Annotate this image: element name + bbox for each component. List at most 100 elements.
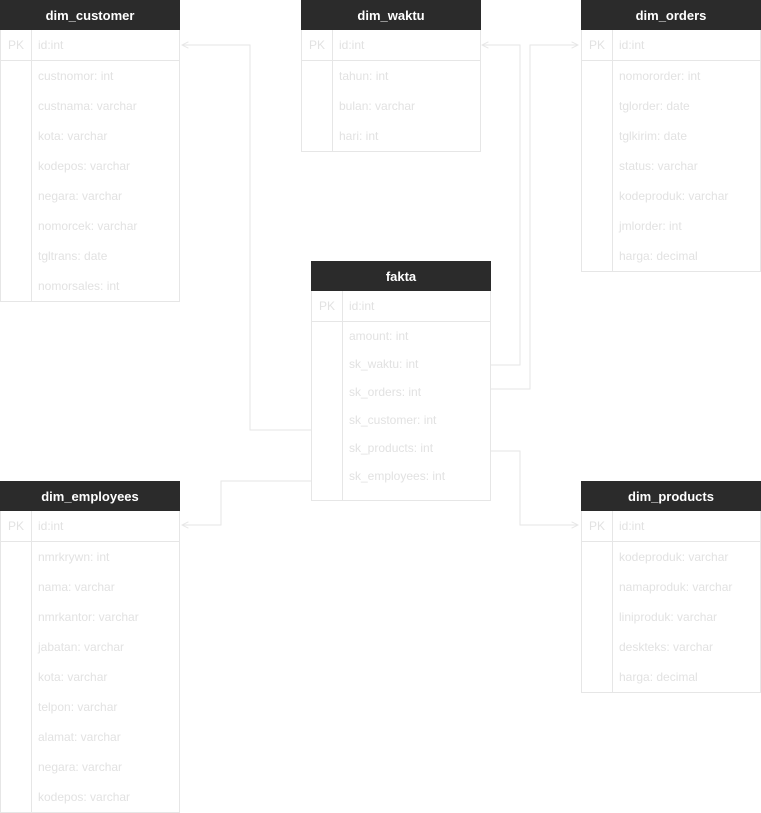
field-label: tglkirim: date <box>619 129 688 143</box>
field-row: tglorder: date <box>582 91 760 121</box>
field-label: nomorcek: varchar <box>38 219 138 233</box>
field-label: nomororder: int <box>619 69 701 83</box>
table-dim-customer[interactable]: dim_customer PK id:int custnomor: int cu… <box>0 0 180 302</box>
link-fakta-employees <box>182 480 311 525</box>
table-body: PK id:int nomororder: int tglorder: date… <box>581 30 761 272</box>
field-label: negara: varchar <box>38 760 123 774</box>
field-label: liniproduk: varchar <box>619 610 718 624</box>
field-row: negara: varchar <box>1 752 179 782</box>
field-row: nama: varchar <box>1 572 179 602</box>
table-title: dim_orders <box>581 0 761 30</box>
pk-field: id:int <box>38 38 64 52</box>
field-label: tgltrans: date <box>38 249 108 263</box>
field-label: sk_waktu: int <box>349 357 419 371</box>
field-label: kodepos: varchar <box>38 790 131 804</box>
pk-label: PK <box>7 519 24 533</box>
field-label: nmrkrywn: int <box>38 550 110 564</box>
table-title: dim_products <box>581 481 761 511</box>
table-dim-orders[interactable]: dim_orders PK id:int nomororder: int tgl… <box>581 0 761 272</box>
link-fakta-customer <box>182 45 311 431</box>
field-row: sk_orders: int <box>312 378 490 406</box>
pk-field: id:int <box>339 38 365 52</box>
table-body: PK id:int nmrkrywn: int nama: varchar nm… <box>0 511 180 813</box>
pk-field: id:int <box>38 519 64 533</box>
field-row: bulan: varchar <box>302 91 480 121</box>
field-row: liniproduk: varchar <box>582 602 760 632</box>
field-label: tahun: int <box>339 69 389 83</box>
pk-label: PK <box>588 38 605 52</box>
link-fakta-orders <box>491 45 578 390</box>
field-label: tglorder: date <box>619 99 690 113</box>
field-label: negara: varchar <box>38 189 123 203</box>
field-label: bulan: varchar <box>339 99 416 113</box>
field-row: amount: int <box>312 322 490 350</box>
pk-label: PK <box>308 38 325 52</box>
pk-label: PK <box>588 519 605 533</box>
field-label: custnomor: int <box>38 69 114 83</box>
field-row: harga: decimal <box>582 662 760 692</box>
field-label: kota: varchar <box>38 670 108 684</box>
field-label: nama: varchar <box>38 580 115 594</box>
field-label: alamat: varchar <box>38 730 121 744</box>
field-row: nomorsales: int <box>1 271 179 301</box>
field-row: kota: varchar <box>1 121 179 151</box>
field-label: sk_products: int <box>349 441 434 455</box>
field-label: sk_employees: int <box>349 469 446 483</box>
field-row: kodepos: varchar <box>1 782 179 812</box>
field-row: nomororder: int <box>582 61 760 91</box>
field-row: custnama: varchar <box>1 91 179 121</box>
field-row: nmrkrywn: int <box>1 542 179 572</box>
field-row: sk_employees: int <box>312 462 490 490</box>
link-fakta-products <box>491 450 578 525</box>
field-label: kodeproduk: varchar <box>619 189 729 203</box>
primary-key-row: PK id:int <box>312 291 490 322</box>
table-fakta[interactable]: fakta PK id:int amount: int sk_waktu: in… <box>311 261 491 501</box>
field-label: amount: int <box>349 329 409 343</box>
field-row: hari: int <box>302 121 480 151</box>
field-label: kodeproduk: varchar <box>619 550 729 564</box>
table-dim-waktu[interactable]: dim_waktu PK id:int tahun: int bulan: va… <box>301 0 481 152</box>
primary-key-row: PK id:int <box>1 30 179 61</box>
field-label: namaproduk: varchar <box>619 580 733 594</box>
field-label: kodepos: varchar <box>38 159 131 173</box>
primary-key-row: PK id:int <box>582 30 760 61</box>
pk-field: id:int <box>349 299 375 313</box>
field-row: tahun: int <box>302 61 480 91</box>
field-row: kota: varchar <box>1 662 179 692</box>
field-row: tglkirim: date <box>582 121 760 151</box>
field-label: sk_orders: int <box>349 385 422 399</box>
field-row: kodepos: varchar <box>1 151 179 181</box>
field-row: sk_products: int <box>312 434 490 462</box>
field-row: deskteks: varchar <box>582 632 760 662</box>
field-row: kodeproduk: varchar <box>582 542 760 572</box>
table-body: PK id:int kodeproduk: varchar namaproduk… <box>581 511 761 693</box>
field-label: harga: decimal <box>619 670 698 684</box>
field-row: jmlorder: int <box>582 211 760 241</box>
field-row: sk_waktu: int <box>312 350 490 378</box>
field-row: nomorcek: varchar <box>1 211 179 241</box>
field-row: negara: varchar <box>1 181 179 211</box>
field-row: kodeproduk: varchar <box>582 181 760 211</box>
primary-key-row: PK id:int <box>582 511 760 542</box>
field-label: harga: decimal <box>619 249 698 263</box>
field-row: tgltrans: date <box>1 241 179 271</box>
field-row: jabatan: varchar <box>1 632 179 662</box>
table-dim-employees[interactable]: dim_employees PK id:int nmrkrywn: int na… <box>0 481 180 813</box>
field-label: nmrkantor: varchar <box>38 610 139 624</box>
primary-key-row: PK id:int <box>302 30 480 61</box>
field-label: hari: int <box>339 129 379 143</box>
field-label: telpon: varchar <box>38 700 118 714</box>
field-label: jabatan: varchar <box>38 640 125 654</box>
table-dim-products[interactable]: dim_products PK id:int kodeproduk: varch… <box>581 481 761 693</box>
pk-field: id:int <box>619 519 645 533</box>
pk-label: PK <box>7 38 24 52</box>
table-title: fakta <box>311 261 491 291</box>
field-label: jmlorder: int <box>619 219 682 233</box>
primary-key-row: PK id:int <box>1 511 179 542</box>
pk-field: id:int <box>619 38 645 52</box>
field-row: sk_customer: int <box>312 406 490 434</box>
field-row: namaproduk: varchar <box>582 572 760 602</box>
table-title: dim_customer <box>0 0 180 30</box>
field-label: nomorsales: int <box>38 279 120 293</box>
